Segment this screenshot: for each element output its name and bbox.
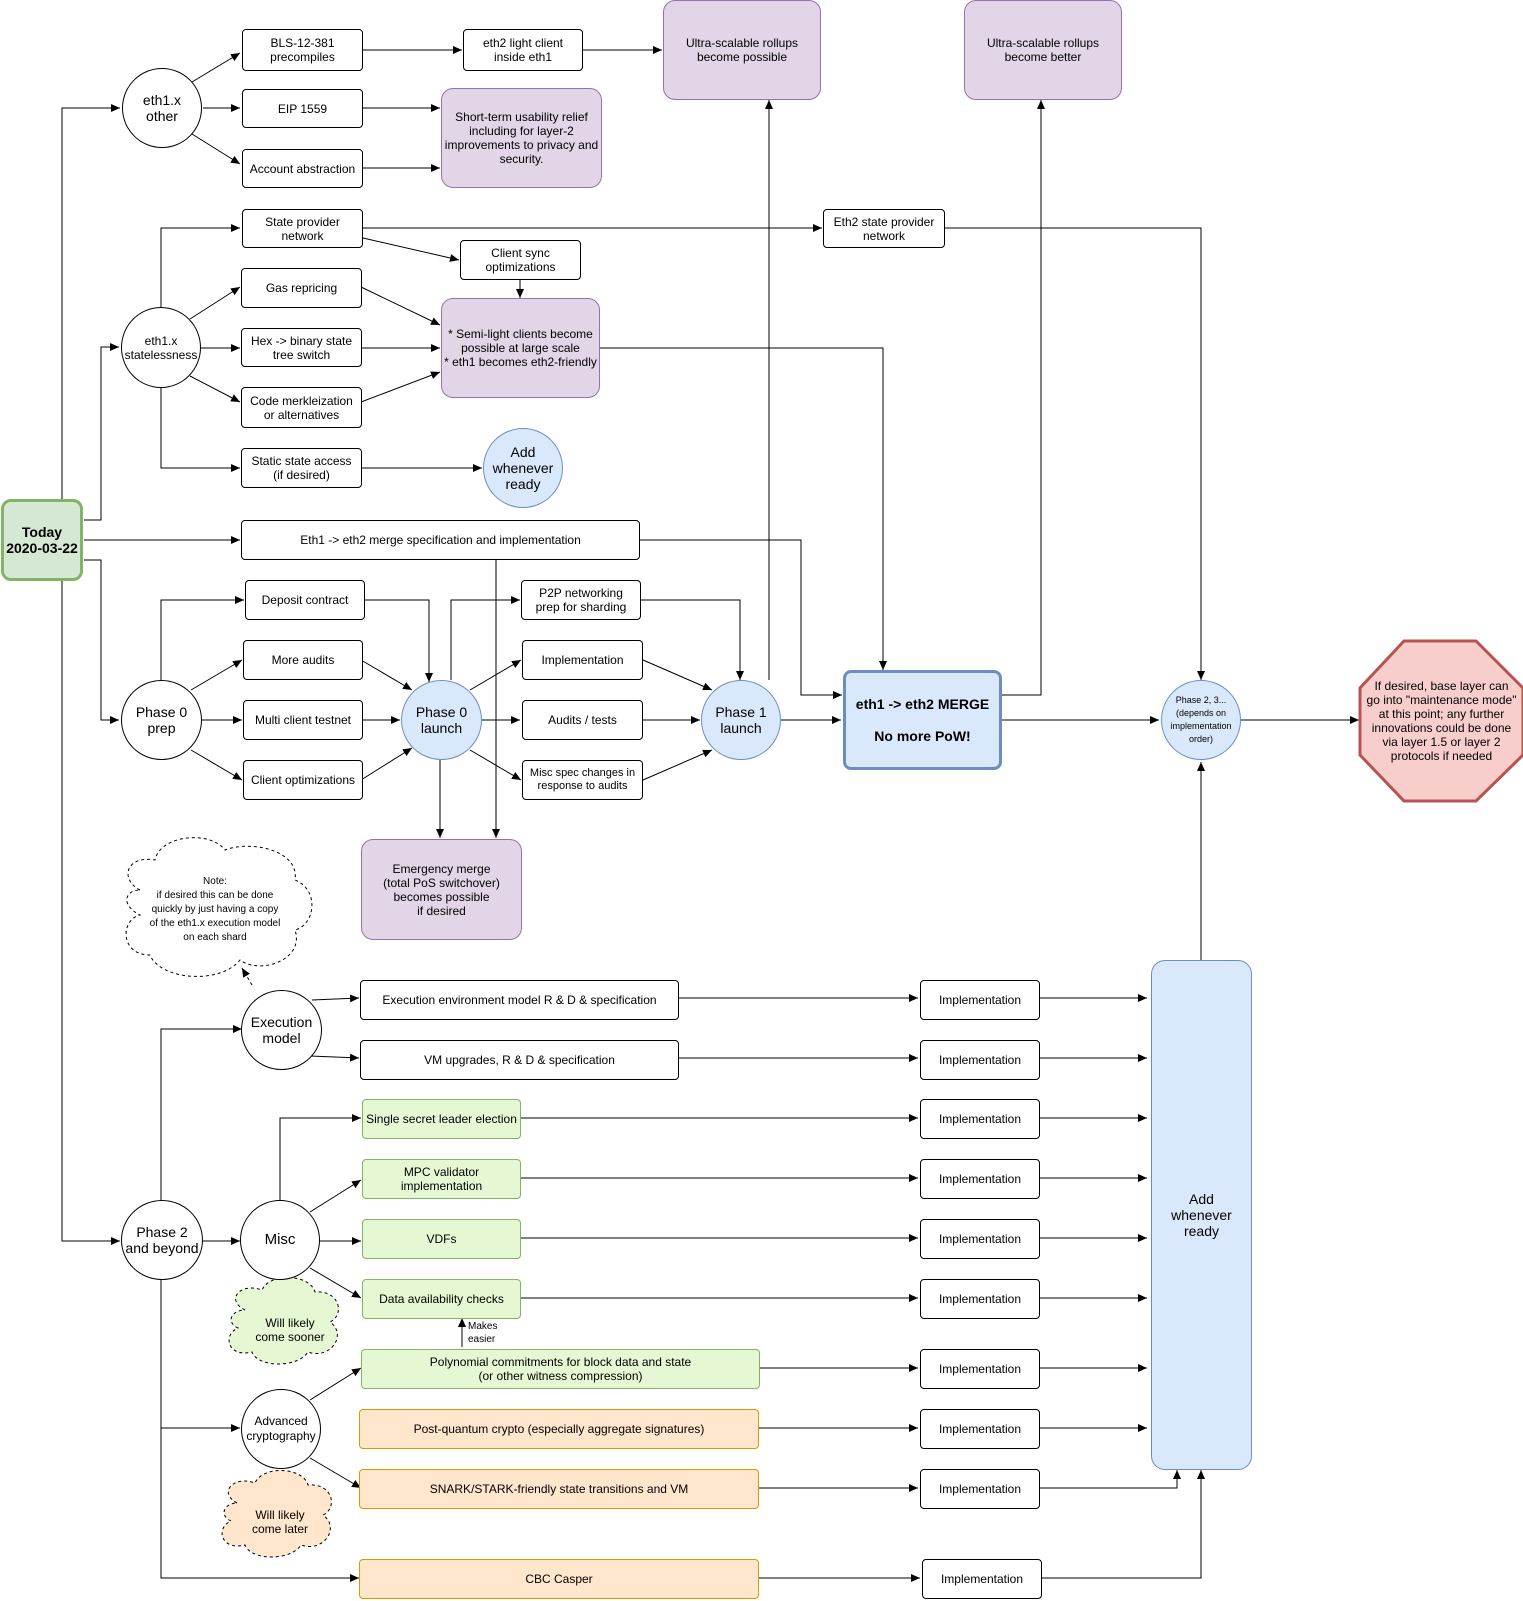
sslr-node: Single secret leader election (362, 1099, 521, 1139)
state-provider-node: State provider network (242, 209, 363, 248)
merge-spec-node: Eth1 -> eth2 merge specification and imp… (241, 520, 640, 560)
misc-node: Misc (240, 1200, 320, 1280)
implementation-node: Implementation (920, 1040, 1040, 1080)
eth1x-statelessness-node: eth1.x statelessness (121, 307, 201, 388)
later-cloud (221, 1470, 332, 1558)
will-sooner-text: Will likely come sooner (255, 1316, 325, 1344)
phase2-beyond-node: Phase 2 and beyond (121, 1200, 203, 1280)
today-node: Today 2020-03-22 (1, 499, 83, 581)
client-sync-node: Client sync optimizations (460, 240, 581, 280)
phase1-launch-node: Phase 1 launch (701, 680, 781, 760)
implementation-node: Implementation (920, 1159, 1040, 1199)
add-whenever-ready-big-node: Add whenever ready (1151, 960, 1252, 1470)
sooner-cloud (228, 1277, 339, 1365)
static-state-node: Static state access (if desired) (241, 448, 362, 488)
eth1x-other-node: eth1.x other (122, 68, 202, 148)
ee-model-node: Execution environment model R & D & spec… (360, 980, 679, 1020)
data-availability-node: Data availability checks (362, 1279, 521, 1319)
misc-spec-changes-node: Misc spec changes in response to audits (522, 760, 643, 800)
note-text: Note: if desired this can be done quickl… (149, 876, 281, 943)
note-cloud (125, 837, 313, 977)
account-abstraction-node: Account abstraction (242, 149, 363, 188)
will-later-text: Will likely come later (251, 1508, 309, 1536)
deposit-contract-node: Deposit contract (245, 580, 365, 620)
bls-precompiles-node: BLS-12-381 precompiles (242, 29, 363, 71)
hex-binary-node: Hex -> binary state tree switch (241, 328, 362, 367)
implementation-node: Implementation (920, 1469, 1040, 1509)
advanced-crypto-node: Advanced cryptography (241, 1389, 321, 1469)
maintenance-text: If desired, base layer can go into "main… (1366, 679, 1517, 763)
makes-easier-label: Makes easier (468, 1321, 498, 1345)
polynomial-commitments-node: Polynomial commitments for block data an… (361, 1349, 760, 1389)
vdfs-node: VDFs (362, 1219, 521, 1259)
p2p-networking-node: P2P networking prep for sharding (521, 580, 641, 620)
add-whenever-ready-small-node: Add whenever ready (483, 428, 563, 508)
rollups-better-node: Ultra-scalable rollups become better (964, 0, 1122, 100)
vm-upgrades-node: VM upgrades, R & D & specification (360, 1040, 679, 1080)
implementation-node: Implementation (922, 1559, 1042, 1599)
multi-client-testnet-node: Multi client testnet (243, 700, 363, 740)
edges (61, 46, 1359, 1582)
eth2-state-provider-node: Eth2 state provider network (823, 209, 945, 248)
merge-node: eth1 -> eth2 MERGE No more PoW! (843, 670, 1002, 770)
phase0-launch-node: Phase 0 launch (401, 680, 482, 760)
semi-light-clients-node: * Semi-light clients become possible at … (441, 298, 600, 398)
implementation-node: Implementation (920, 1279, 1040, 1319)
emergency-merge-node: Emergency merge (total PoS switchover) b… (361, 839, 522, 940)
client-optimizations-node: Client optimizations (243, 760, 363, 800)
implementation-node: Implementation (920, 1349, 1040, 1389)
mpc-validator-node: MPC validator implementation (362, 1159, 521, 1199)
eth2-light-client-node: eth2 light client inside eth1 (463, 29, 583, 71)
rollups-possible-node: Ultra-scalable rollups become possible (663, 0, 821, 100)
implementation-node: Implementation (920, 1219, 1040, 1259)
merge-title: eth1 -> eth2 MERGE (855, 696, 990, 712)
implementation-node: Implementation (920, 1099, 1040, 1139)
maintenance-octagon (1358, 639, 1523, 803)
phase0-prep-node: Phase 0 prep (121, 680, 202, 760)
implementation-phase1-node: Implementation (522, 640, 643, 680)
more-audits-node: More audits (243, 640, 363, 680)
gas-repricing-node: Gas repricing (241, 268, 362, 308)
code-merkleization-node: Code merkleization or alternatives (241, 387, 362, 428)
eip1559-node: EIP 1559 (242, 89, 363, 128)
post-quantum-node: Post-quantum crypto (especially aggregat… (359, 1409, 759, 1449)
snark-stark-node: SNARK/STARK-friendly state transitions a… (359, 1469, 759, 1509)
phase23-node: Phase 2, 3... (depends on implementation… (1161, 680, 1241, 760)
cbc-casper-node: CBC Casper (359, 1559, 759, 1599)
usability-relief-node: Short-term usability relief including fo… (441, 88, 602, 188)
merge-subtitle: No more PoW! (874, 728, 971, 744)
implementation-node: Implementation (920, 1409, 1040, 1449)
implementation-node: Implementation (920, 980, 1040, 1020)
audits-tests-node: Audits / tests (522, 700, 643, 740)
execution-model-node: Execution model (241, 990, 322, 1070)
